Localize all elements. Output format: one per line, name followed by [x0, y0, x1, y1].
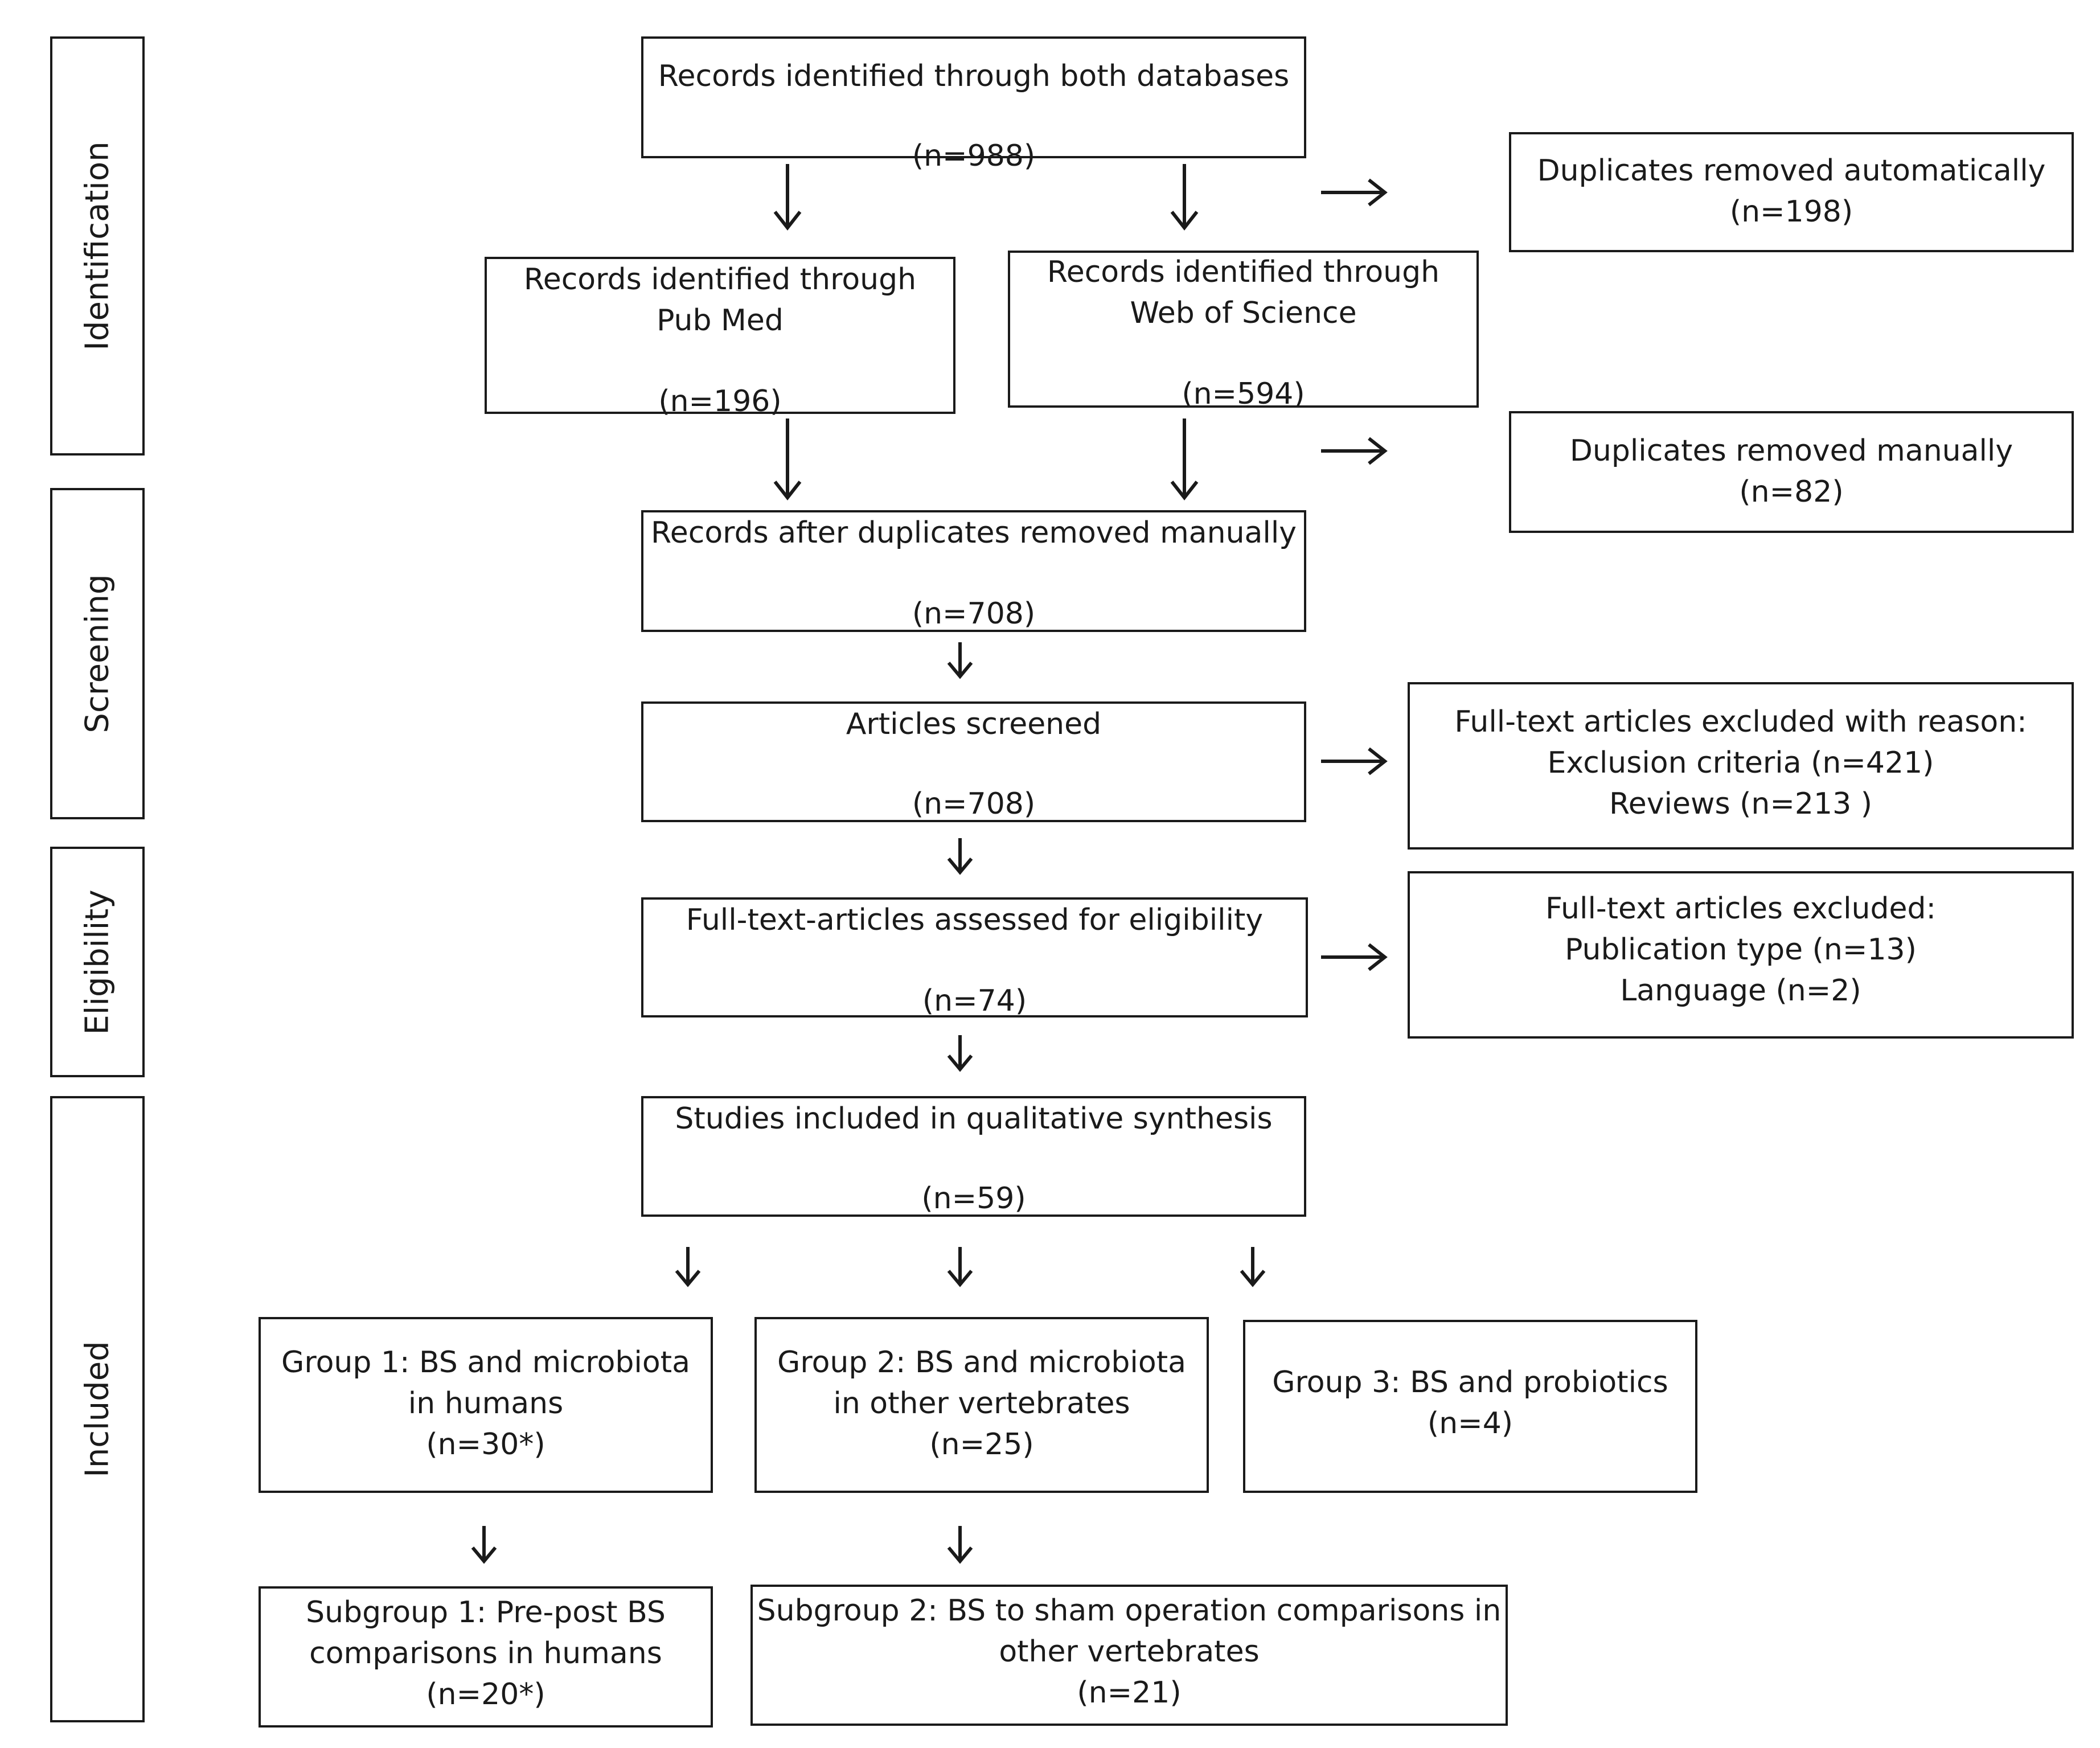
- box-count: (n=988): [912, 139, 1036, 173]
- arrow-down: [1170, 164, 1199, 231]
- box-articles-excluded: Full-text articles excluded: Publication…: [1408, 871, 2074, 1039]
- box-text: Web of Science: [1130, 296, 1357, 330]
- box-text: Full-text articles excluded with reason:: [1454, 705, 2027, 739]
- box-group-3: Group 3: BS and probiotics (n=4): [1243, 1320, 1697, 1493]
- box-text: Subgroup 1: Pre-post BS: [306, 1595, 666, 1630]
- stage-identification: Identification: [50, 36, 145, 456]
- box-text: Records after duplicates removed manuall…: [650, 516, 1297, 550]
- box-count: (n=82): [1739, 475, 1844, 509]
- box-count: (n=594): [1182, 377, 1305, 411]
- box-text: in humans: [408, 1386, 564, 1421]
- box-records-web-of-science: Records identified through Web of Scienc…: [1008, 251, 1479, 411]
- box-count: (n=21): [1077, 1676, 1182, 1710]
- box-records-after-duplicates: Records after duplicates removed manuall…: [641, 510, 1306, 632]
- stage-eligibility: Eligibility: [50, 847, 145, 1077]
- box-text: comparisons in humans: [309, 1636, 662, 1671]
- box-excluded-with-reason: Full-text articles excluded with reason:…: [1408, 682, 2074, 850]
- arrow-right: [1321, 943, 1388, 971]
- box-text: Records identified through: [1047, 255, 1440, 289]
- arrow-down: [1240, 1247, 1266, 1287]
- box-text: Studies included in qualitative synthesi…: [675, 1102, 1273, 1136]
- box-count: (n=20*): [426, 1677, 545, 1712]
- box-text: Records identified through both database…: [658, 59, 1290, 93]
- arrow-down: [773, 164, 802, 231]
- box-text: Group 2: BS and microbiota: [777, 1345, 1186, 1380]
- arrow-down: [675, 1247, 701, 1287]
- box-studies-included: Studies included in qualitative synthesi…: [641, 1096, 1306, 1217]
- box-count: (n=25): [929, 1427, 1034, 1462]
- box-records-both-databases: Records identified through both database…: [641, 36, 1306, 173]
- box-duplicates-removed-automatically: Duplicates removed automatically (n=198): [1509, 132, 2074, 252]
- box-subgroup-1: Subgroup 1: Pre-post BS comparisons in h…: [259, 1586, 713, 1728]
- box-text: Duplicates removed automatically: [1537, 154, 2046, 188]
- box-text: Publication type (n=13): [1565, 933, 1917, 967]
- stage-included: Included: [50, 1096, 145, 1722]
- arrow-down: [773, 418, 802, 500]
- box-text: Group 1: BS and microbiota: [281, 1345, 690, 1380]
- box-text: Group 3: BS and probiotics: [1272, 1365, 1668, 1400]
- box-text: in other vertebrates: [833, 1386, 1130, 1421]
- box-count: (n=30*): [426, 1427, 545, 1462]
- arrow-right: [1321, 437, 1388, 465]
- box-text: Subgroup 2: BS to sham operation compari…: [757, 1594, 1502, 1628]
- box-count: (n=59): [921, 1181, 1026, 1216]
- arrow-right: [1321, 747, 1388, 775]
- arrow-down: [947, 1247, 973, 1287]
- arrow-down: [1170, 418, 1199, 500]
- box-records-pubmed: Records identified through Pub Med (n=19…: [485, 257, 955, 418]
- box-count: (n=196): [658, 384, 782, 418]
- arrow-down: [947, 838, 973, 875]
- box-text: Exclusion criteria (n=421): [1547, 746, 1934, 780]
- arrow-down: [947, 1526, 973, 1564]
- box-count: (n=74): [922, 984, 1027, 1018]
- box-assessed-for-eligibility: Full-text-articles assessed for eligibil…: [641, 897, 1308, 1018]
- box-text: Articles screened: [846, 707, 1102, 741]
- box-text: Records identified through: [523, 262, 917, 297]
- box-count: (n=708): [912, 597, 1036, 631]
- box-articles-screened: Articles screened (n=708): [641, 701, 1306, 822]
- arrow-down: [947, 642, 973, 679]
- box-group-2: Group 2: BS and microbiota in other vert…: [754, 1317, 1209, 1493]
- box-text: Full-text articles excluded:: [1545, 892, 1937, 926]
- arrow-right: [1321, 178, 1388, 207]
- box-text: Language (n=2): [1620, 974, 1861, 1008]
- box-text: Duplicates removed manually: [1569, 434, 2013, 468]
- arrow-down: [471, 1526, 497, 1564]
- arrow-down: [947, 1035, 973, 1072]
- box-text: Full-text-articles assessed for eligibil…: [686, 903, 1264, 937]
- box-text: Reviews (n=213 ): [1609, 787, 1873, 821]
- box-count: (n=4): [1427, 1406, 1514, 1441]
- stage-screening: Screening: [50, 488, 145, 819]
- box-count: (n=708): [912, 787, 1036, 821]
- box-group-1: Group 1: BS and microbiota in humans (n=…: [259, 1317, 713, 1493]
- box-duplicates-removed-manually: Duplicates removed manually (n=82): [1509, 411, 2074, 533]
- box-text: Pub Med: [657, 303, 784, 338]
- box-subgroup-2: Subgroup 2: BS to sham operation compari…: [750, 1585, 1508, 1726]
- box-count: (n=198): [1729, 195, 1853, 229]
- box-text: other vertebrates: [999, 1635, 1260, 1669]
